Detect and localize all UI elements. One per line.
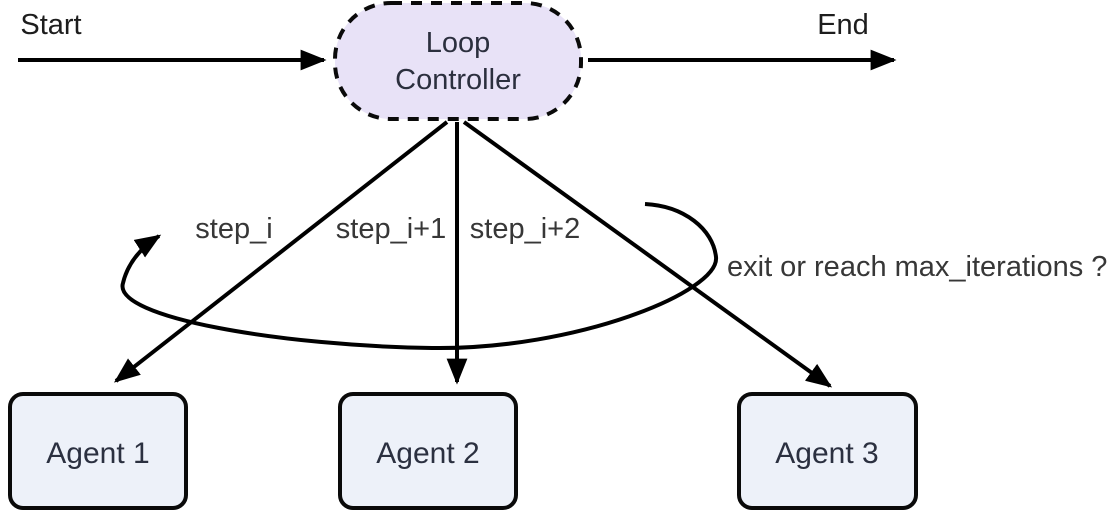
edge-label-step-i: step_i (195, 213, 272, 245)
agent-2-label: Agent 2 (376, 437, 479, 470)
agent-1-label: Agent 1 (46, 437, 149, 470)
agent-3-box (737, 392, 918, 510)
loop-condition-label: exit or reach max_iterations ? (727, 251, 1107, 283)
edge-label-step-i1: step_i+1 (336, 213, 446, 245)
loop-controller-node (333, 1, 583, 121)
end-label: End (817, 9, 869, 41)
edge-controller-agent1 (113, 120, 449, 383)
start-label: Start (20, 9, 81, 41)
loop-controller-label-line2: Controller (395, 64, 521, 96)
edge-label-step-i2: step_i+2 (470, 213, 580, 245)
agent-1-box (8, 392, 188, 510)
agent-3-label: Agent 3 (775, 437, 878, 470)
loop-back-arrow (120, 202, 719, 351)
agent-2-box (338, 392, 518, 510)
loop-controller-label-line1: Loop (426, 27, 491, 59)
agent-1-node: Agent 1 (8, 392, 188, 510)
agent-3-node: Agent 3 (737, 392, 918, 510)
agent-2-node: Agent 2 (338, 392, 518, 510)
edge-controller-agent3 (462, 120, 833, 388)
